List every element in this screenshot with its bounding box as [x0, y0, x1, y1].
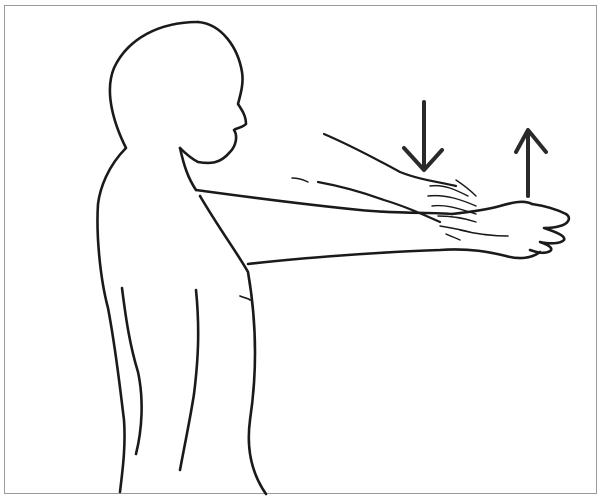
hand-extended: [452, 202, 569, 253]
torso-front: [200, 196, 266, 494]
hand-fingers: [530, 204, 569, 253]
person-figure: [97, 22, 540, 494]
torso-midline: [180, 290, 198, 470]
down-arrow: [404, 102, 442, 170]
chest-mark: [240, 296, 250, 300]
assisting-arm-mark: [292, 178, 308, 182]
head-and-back-outline: [97, 22, 198, 492]
up-arrow: [516, 130, 546, 196]
assisting-hand-scribble: [428, 180, 476, 240]
extended-arm-bottom: [248, 249, 540, 264]
assisting-forearm-bottom: [318, 182, 440, 222]
face-profile: [180, 22, 246, 163]
up-arrow-head: [516, 130, 546, 152]
assisting-arm: [292, 134, 476, 240]
hand-back: [452, 202, 532, 214]
assisting-forearm-top: [324, 134, 456, 186]
